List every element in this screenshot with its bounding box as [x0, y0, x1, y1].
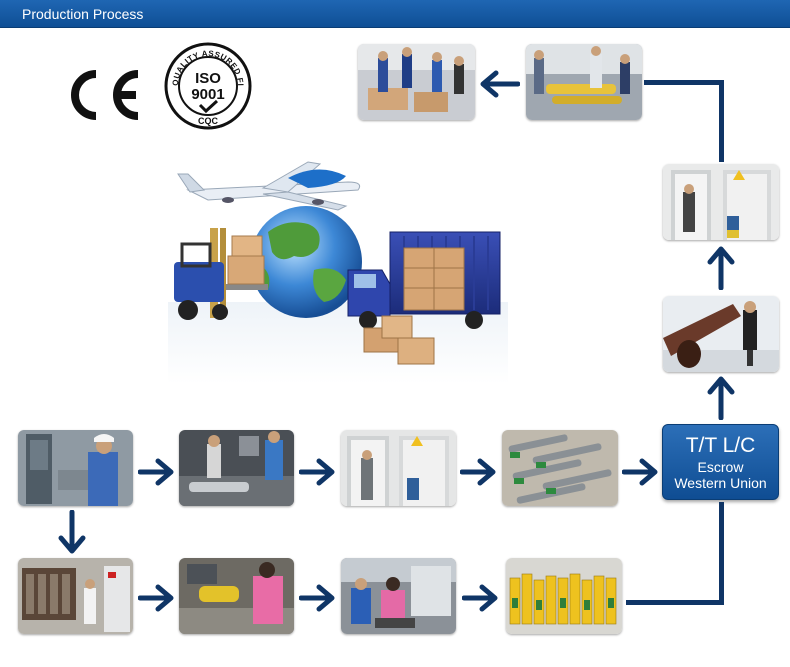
connector-line — [644, 80, 724, 85]
testing-chamber-photo — [663, 164, 779, 240]
payment-tt-lc: T/T L/C — [685, 434, 756, 457]
connector-line — [719, 502, 724, 605]
arrow-left-icon — [480, 70, 520, 98]
arrow-down-icon — [58, 510, 86, 554]
cqc-label: CQC — [198, 116, 219, 126]
container-truck-icon — [347, 231, 501, 365]
arrow-right-icon — [299, 458, 335, 486]
arrow-right-icon — [622, 458, 658, 486]
arrow-right-icon — [460, 458, 496, 486]
quality-testing-photo — [341, 558, 456, 634]
assembly-worker-photo — [179, 558, 294, 634]
globe-icon — [250, 206, 362, 318]
control-panel-photo — [18, 558, 133, 634]
welding-workshop-photo — [179, 430, 294, 506]
iso-9001-seal-icon: QUALITY ASSURED FIRM ISO 9001 CQC — [160, 35, 252, 130]
ce-mark-icon — [70, 68, 146, 122]
connector-line — [719, 80, 724, 162]
airplane-icon — [177, 161, 361, 211]
arrow-up-icon — [707, 246, 735, 290]
iso-number: 9001 — [191, 86, 224, 103]
header-bar: Production Process — [0, 0, 790, 28]
packing-workers-photo — [358, 44, 475, 120]
arrow-right-icon — [462, 584, 498, 612]
arrow-right-icon — [138, 458, 174, 486]
arrow-up-icon — [707, 376, 735, 420]
drilling-machine-photo — [18, 430, 133, 506]
arrow-right-icon — [138, 584, 174, 612]
cylinder-storage-photo — [502, 430, 618, 506]
arrow-right-icon — [299, 584, 335, 612]
iso-label: ISO — [195, 70, 221, 87]
payment-western-union: Western Union — [674, 475, 767, 491]
forklift-icon — [174, 228, 268, 320]
pipe-inspection-photo — [663, 296, 779, 372]
loading-cylinders-photo — [526, 44, 642, 120]
shipping-illustration — [168, 152, 508, 384]
page-title: Production Process — [22, 6, 144, 22]
pressure-chamber-photo — [341, 430, 456, 506]
connector-line — [626, 600, 724, 605]
payment-methods-box: T/T L/C Escrow Western Union — [662, 424, 779, 500]
finished-products-photo — [506, 558, 622, 634]
payment-escrow: Escrow — [697, 459, 744, 475]
